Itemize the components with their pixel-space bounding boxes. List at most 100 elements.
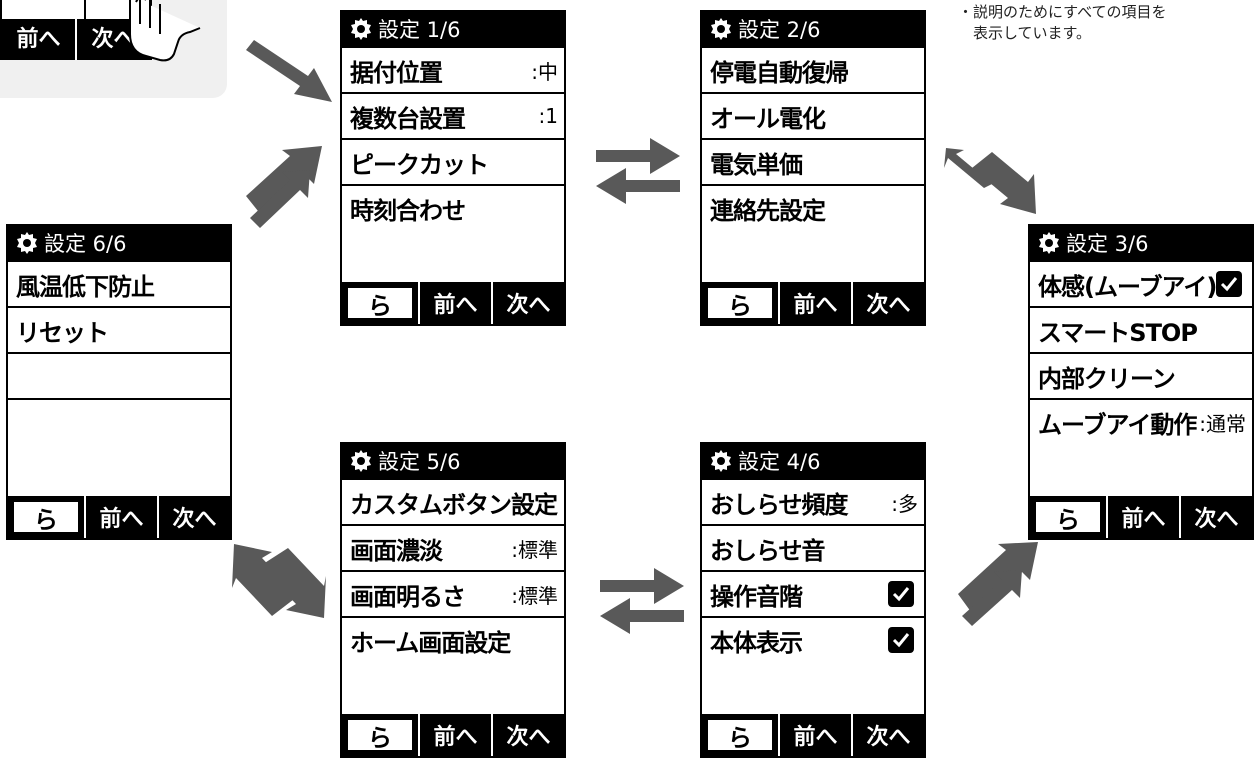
menu-row-label: 操作音階	[710, 582, 803, 611]
prev-button[interactable]: 前へ	[418, 282, 491, 324]
menu-row[interactable]: 内部クリーン	[1030, 352, 1252, 398]
screen-button-bar: ら前へ次へ	[342, 714, 564, 756]
screen-button-bar: ら前へ次へ	[702, 282, 924, 324]
menu-row-value: :多	[891, 491, 918, 516]
screen-header: 設定 3/6	[1030, 226, 1252, 260]
screen-header: 設定 6/6	[8, 226, 230, 260]
checkbox[interactable]	[1216, 271, 1242, 297]
menu-row[interactable]: 風温低下防止	[8, 260, 230, 306]
menu-row[interactable]: 本体表示	[702, 616, 924, 662]
menu-row[interactable]: ピークカット	[342, 138, 564, 184]
next-button[interactable]: 次へ	[491, 282, 564, 324]
prev-button[interactable]: 前へ	[1106, 496, 1179, 538]
arrow-s6-s1-pair	[246, 146, 322, 228]
mini-next-button[interactable]: 次へ	[75, 19, 150, 60]
next-button[interactable]: 次へ	[1179, 496, 1252, 538]
menu-row-label: 連絡先設定	[710, 196, 826, 225]
menu-row-label: 電気単価	[710, 150, 803, 179]
checkmark-icon	[1221, 277, 1238, 292]
checkbox[interactable]	[888, 627, 914, 653]
checkmark-icon	[892, 633, 910, 648]
screen-header: 設定 4/6	[702, 444, 924, 478]
back-button[interactable]: ら	[342, 282, 418, 324]
next-button[interactable]: 次へ	[851, 714, 924, 756]
gear-icon	[351, 18, 371, 40]
menu-row-label: おしらせ頻度	[710, 490, 849, 519]
mini-prev-button[interactable]: 前へ	[16, 27, 61, 52]
menu-row-label: ホーム画面設定	[350, 628, 511, 657]
intro-panel: 前へ 次へ	[0, 0, 227, 98]
screen-title: 設定 1/6	[378, 18, 461, 42]
screen-title: 設定 6/6	[44, 232, 127, 256]
prev-button[interactable]: 前へ	[778, 714, 851, 756]
gear-icon	[711, 18, 731, 40]
arrow-s5-s6-pair	[232, 544, 326, 618]
menu-row[interactable]: カスタムボタン設定	[342, 478, 564, 524]
menu-row-label: 内部クリーン	[1038, 364, 1176, 393]
menu-row-value: :1	[538, 104, 558, 128]
settings-screen-3: 設定 3/6 体感(ムーブアイ) スマートSTOP 内部クリーンムーブアイ動作:通常ら…	[1028, 224, 1254, 540]
menu-row[interactable]: おしらせ音	[702, 524, 924, 570]
gear-icon	[1039, 232, 1059, 254]
menu-row[interactable]: 操作音階	[702, 570, 924, 616]
menu-row[interactable]: 停電自動復帰	[702, 46, 924, 92]
menu-row[interactable]: 連絡先設定	[702, 184, 924, 230]
menu-row-label: ピークカット	[350, 150, 489, 179]
menu-row-label: 停電自動復帰	[710, 58, 849, 87]
back-button[interactable]: ら	[702, 282, 778, 324]
back-button[interactable]: ら	[702, 714, 778, 756]
checkmark-icon	[892, 587, 910, 602]
gear-icon	[711, 450, 731, 472]
menu-row[interactable]: 据付位置:中	[342, 46, 564, 92]
menu-row-label: 風温低下防止	[16, 272, 155, 301]
menu-row-label: 本体表示	[710, 628, 803, 657]
screen-header: 設定 1/6	[342, 12, 564, 46]
back-button[interactable]: ら	[8, 496, 84, 538]
return-icon: ら	[708, 288, 772, 320]
menu-row[interactable]: 画面明るさ:標準	[342, 570, 564, 616]
prev-button[interactable]: 前へ	[778, 282, 851, 324]
checkbox[interactable]	[888, 581, 914, 607]
menu-row[interactable]: おしらせ頻度 :多	[702, 478, 924, 524]
menu-row[interactable]: ムーブアイ動作:通常	[1030, 398, 1252, 444]
back-button[interactable]: ら	[342, 714, 418, 756]
screen-header: 設定 5/6	[342, 444, 564, 478]
menu-row[interactable]: オール電化	[702, 92, 924, 138]
menu-row[interactable]	[8, 398, 230, 444]
return-icon: ら	[348, 288, 412, 320]
menu-row-label: 複数台設置	[350, 104, 466, 133]
settings-screen-2: 設定 2/6 停電自動復帰オール電化電気単価連絡先設定ら前へ次へ	[700, 10, 926, 326]
prev-button[interactable]: 前へ	[84, 496, 157, 538]
screen-title: 設定 3/6	[1066, 232, 1149, 256]
explanation-note: ・説明のためにすべての項目を 表示しています。	[958, 3, 1167, 42]
menu-row[interactable]: 複数台設置 :1	[342, 92, 564, 138]
prev-button[interactable]: 前へ	[418, 714, 491, 756]
menu-row-label: 体感(ムーブアイ)	[1038, 272, 1217, 301]
arrow-s2-s3-pair	[944, 148, 1036, 214]
mini-divider	[84, 0, 86, 20]
menu-row[interactable]	[8, 352, 230, 398]
screen-button-bar: ら前へ次へ	[8, 496, 230, 538]
next-button[interactable]: 次へ	[851, 282, 924, 324]
arrow-s4-s5-pair	[600, 568, 684, 634]
menu-row[interactable]: 画面濃淡:標準	[342, 524, 564, 570]
menu-row[interactable]: スマートSTOP	[1030, 306, 1252, 352]
screen-button-bar: ら前へ次へ	[702, 714, 924, 756]
next-button[interactable]: 次へ	[157, 496, 230, 538]
menu-row[interactable]: 体感(ムーブアイ)	[1030, 260, 1252, 306]
menu-row-label: オール電化	[710, 104, 826, 133]
next-button[interactable]: 次へ	[491, 714, 564, 756]
menu-row[interactable]: 時刻合わせ	[342, 184, 564, 230]
menu-row[interactable]: 電気単価	[702, 138, 924, 184]
return-icon: ら	[14, 502, 78, 534]
back-button[interactable]: ら	[1030, 496, 1106, 538]
menu-row[interactable]: リセット	[8, 306, 230, 352]
pointing-hand-icon	[129, 0, 201, 62]
screen-button-bar: ら前へ次へ	[1030, 496, 1252, 538]
screen-header: 設定 2/6	[702, 12, 924, 46]
menu-row-label: 画面濃淡	[350, 536, 443, 565]
menu-row-label: カスタムボタン設定	[350, 490, 558, 519]
menu-row[interactable]: ホーム画面設定	[342, 616, 564, 662]
menu-row-value: :中	[531, 59, 558, 84]
screen-title: 設定 4/6	[738, 450, 821, 474]
